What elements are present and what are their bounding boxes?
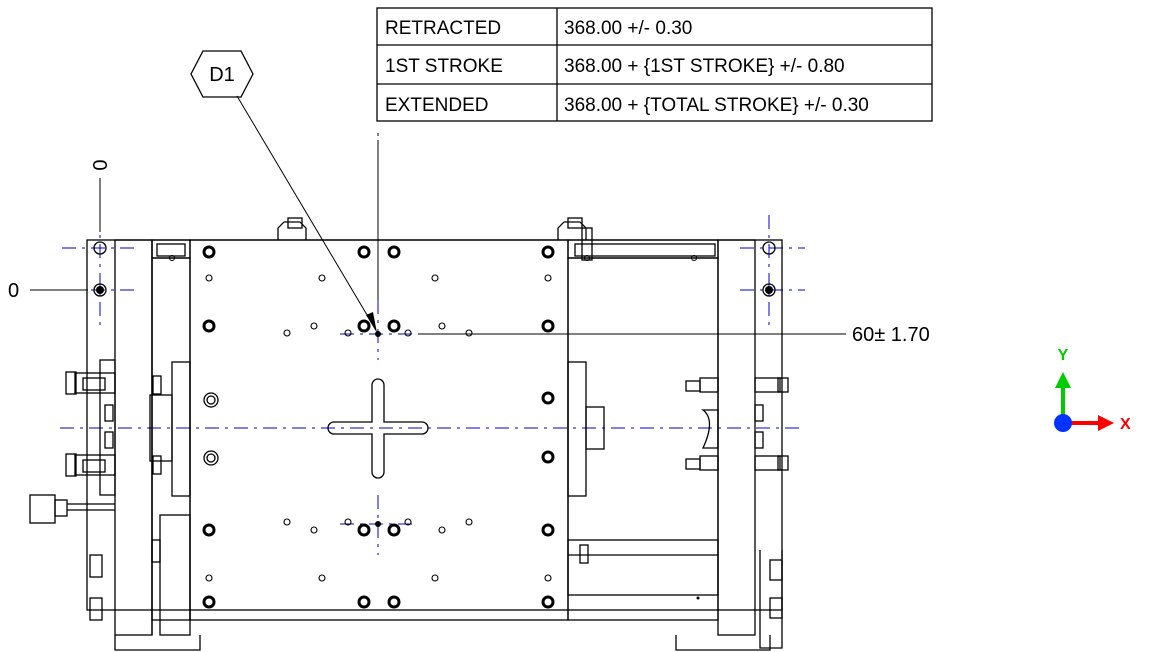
dimension-label: 60± 1.70 <box>852 324 930 346</box>
holes <box>93 241 776 609</box>
y-axis-label: Y <box>1058 347 1069 364</box>
x-axis-arrow-icon <box>1098 415 1114 431</box>
origin-dot-icon <box>1054 414 1072 432</box>
stroke-table <box>376 7 933 122</box>
datum-hole-bottom <box>375 521 381 527</box>
table-row-extended-value: 368.00 + {TOTAL STROKE} +/- 0.30 <box>564 95 869 116</box>
datum-pin-left-fill <box>96 286 104 294</box>
origin-x-label: 0 <box>8 280 19 302</box>
datum-leader-line <box>236 95 374 326</box>
origin-y-label: 0 <box>90 159 112 170</box>
axis-triad: Y X <box>1054 347 1131 433</box>
datum-hole-top <box>375 331 381 337</box>
table-row-1st-stroke-value: 368.00 + {1ST STROKE} +/- 0.80 <box>564 56 845 77</box>
table-row-retracted-label: RETRACTED <box>385 18 501 39</box>
table-row-extended-label: EXTENDED <box>385 95 488 116</box>
cross-slot <box>327 378 429 479</box>
table-row-1st-stroke-label: 1ST STROKE <box>385 56 503 77</box>
y-axis-arrow-icon <box>1055 372 1071 388</box>
datum-tag: D1 <box>190 50 254 98</box>
datum-pin-right-fill <box>765 286 773 294</box>
datum-tag-label: D1 <box>209 64 235 86</box>
small-dot <box>696 596 700 600</box>
x-axis-label: X <box>1120 416 1131 433</box>
leader-arrow-icon <box>366 312 377 333</box>
table-row-retracted-value: 368.00 +/- 0.30 <box>564 18 692 39</box>
fixture-body <box>29 217 789 651</box>
